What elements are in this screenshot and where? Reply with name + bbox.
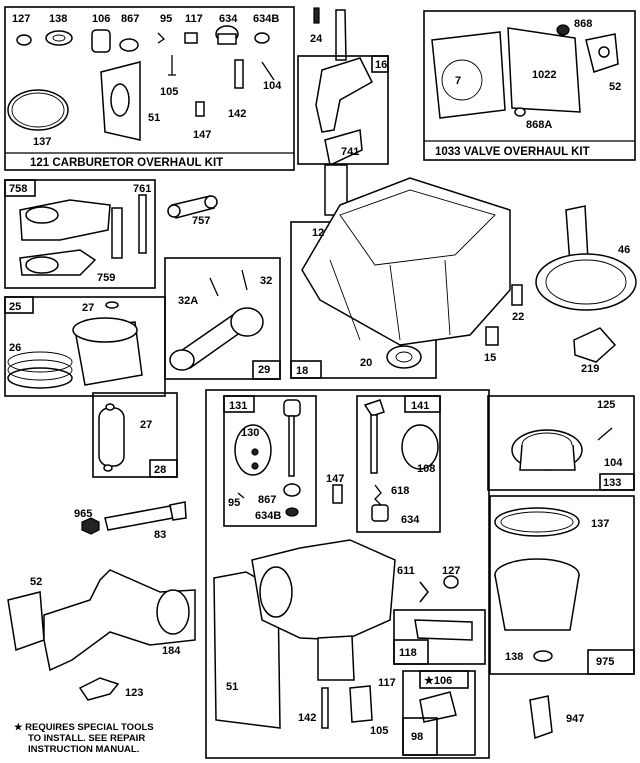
part-label: 965 bbox=[74, 508, 92, 520]
part-label: 947 bbox=[566, 713, 584, 725]
part-label: 130 bbox=[241, 427, 259, 439]
part-label: 147 bbox=[193, 129, 211, 141]
part-label: 24 bbox=[310, 33, 323, 45]
part-label: 758 bbox=[9, 183, 27, 195]
part-label: 127 bbox=[12, 13, 30, 25]
part-label: 138 bbox=[49, 13, 67, 25]
valve-overhaul-kit-box: 1033 VALVE OVERHAUL KIT bbox=[423, 10, 636, 161]
part-label: 131 bbox=[229, 400, 247, 412]
part-label: 757 bbox=[192, 215, 210, 227]
part-label: 759 bbox=[97, 272, 115, 284]
part-label: 125 bbox=[597, 399, 615, 411]
intake-manifold bbox=[7, 569, 196, 701]
part-label: 52 bbox=[30, 576, 42, 588]
part-label: 108 bbox=[417, 463, 435, 475]
part-label: 117 bbox=[378, 677, 396, 689]
part-label: 118 bbox=[399, 647, 417, 659]
part-label: 104 bbox=[263, 80, 282, 92]
part-label: 142 bbox=[228, 108, 246, 120]
part-label: 83 bbox=[154, 529, 166, 541]
part-label: 22 bbox=[512, 311, 524, 323]
intake-tube bbox=[81, 501, 187, 535]
part-label: 12 bbox=[312, 227, 324, 239]
part-label: 98 bbox=[411, 731, 423, 743]
part-label: 634B bbox=[253, 13, 279, 25]
carburetor-overhaul-kit-box: 121 CARBURETOR OVERHAUL KIT 127 138 106 … bbox=[4, 6, 295, 171]
note-line: INSTRUCTION MANUAL. bbox=[28, 744, 139, 755]
crankshaft-group bbox=[297, 7, 389, 216]
part-label: 51 bbox=[226, 681, 238, 693]
part-label: 32 bbox=[260, 275, 272, 287]
part-label: 138 bbox=[505, 651, 523, 663]
part-label: 741 bbox=[341, 146, 359, 158]
choke-shaft-box bbox=[356, 395, 441, 533]
part-label: 133 bbox=[603, 477, 621, 489]
part-label: 26 bbox=[9, 342, 21, 354]
part-label: 106 bbox=[92, 13, 110, 25]
note-line: TO INSTALL. SEE REPAIR bbox=[28, 733, 145, 744]
note-line: ★ REQUIRES SPECIAL TOOLS bbox=[14, 722, 154, 733]
part-label: 15 bbox=[484, 352, 496, 364]
fuel-bowl-box bbox=[489, 495, 635, 675]
carburetor-assembly-frame bbox=[205, 389, 490, 759]
part-label: 137 bbox=[33, 136, 51, 148]
camshaft bbox=[485, 205, 637, 363]
connecting-rod-box bbox=[164, 257, 281, 380]
part-label: 95 bbox=[160, 13, 172, 25]
part-label: ★106 bbox=[424, 675, 452, 687]
part-label: 27 bbox=[140, 419, 152, 431]
part-label: 634B bbox=[255, 510, 281, 522]
part-label: 105 bbox=[370, 725, 388, 737]
throttle-shaft-box bbox=[223, 395, 317, 527]
carburetor-kit-title: 121 CARBURETOR OVERHAUL KIT bbox=[30, 157, 223, 169]
part-label: 51 bbox=[148, 112, 160, 124]
piston-box bbox=[4, 296, 166, 397]
kit-parts-row bbox=[7, 25, 275, 141]
part-label: 16 bbox=[375, 59, 387, 71]
part-label: 867 bbox=[121, 13, 139, 25]
part-label: 761 bbox=[133, 183, 151, 195]
part-label: 141 bbox=[411, 400, 429, 412]
part-label: 184 bbox=[162, 645, 181, 657]
bracket-box bbox=[4, 179, 156, 289]
part-label: 123 bbox=[125, 687, 143, 699]
part-label: 975 bbox=[596, 656, 614, 668]
float-needle-box bbox=[393, 609, 486, 665]
piston-pin-box bbox=[92, 392, 178, 478]
air-cleaner-box bbox=[487, 395, 635, 491]
part-label: 127 bbox=[442, 565, 460, 577]
carburetor-body bbox=[213, 539, 553, 740]
valve-kit-title: 1033 VALVE OVERHAUL KIT bbox=[435, 146, 590, 158]
part-label: 46 bbox=[618, 244, 630, 256]
part-label: 20 bbox=[360, 357, 372, 369]
part-label: 32A bbox=[178, 295, 198, 307]
part-label: 95 bbox=[228, 497, 240, 509]
part-label: 147 bbox=[326, 473, 344, 485]
part-label: 868 bbox=[574, 18, 592, 30]
part-label: 28 bbox=[154, 464, 166, 476]
push-rod-and-link bbox=[138, 194, 218, 254]
part-label: 7 bbox=[455, 75, 461, 87]
part-label: 29 bbox=[258, 364, 270, 376]
part-label: 611 bbox=[397, 565, 415, 577]
part-label: 868A bbox=[526, 119, 552, 131]
part-label: 142 bbox=[298, 712, 316, 724]
part-label: 18 bbox=[296, 365, 308, 377]
engine-block-group bbox=[290, 177, 511, 379]
special-tools-note: ★ REQUIRES SPECIAL TOOLS TO INSTALL. SEE… bbox=[14, 722, 154, 755]
part-label: 27 bbox=[82, 302, 94, 314]
part-label: 137 bbox=[591, 518, 609, 530]
part-label: 219 bbox=[581, 363, 599, 375]
part-label: 104 bbox=[604, 457, 623, 469]
part-label: 117 bbox=[185, 13, 203, 25]
part-label: 867 bbox=[258, 494, 276, 506]
part-label: 1022 bbox=[532, 69, 556, 81]
part-label: 634 bbox=[219, 13, 238, 25]
part-label: 105 bbox=[160, 86, 178, 98]
part-label: 25 bbox=[9, 301, 21, 313]
part-label: 634 bbox=[401, 514, 420, 526]
part-label: 618 bbox=[391, 485, 409, 497]
part-label: 52 bbox=[609, 81, 621, 93]
